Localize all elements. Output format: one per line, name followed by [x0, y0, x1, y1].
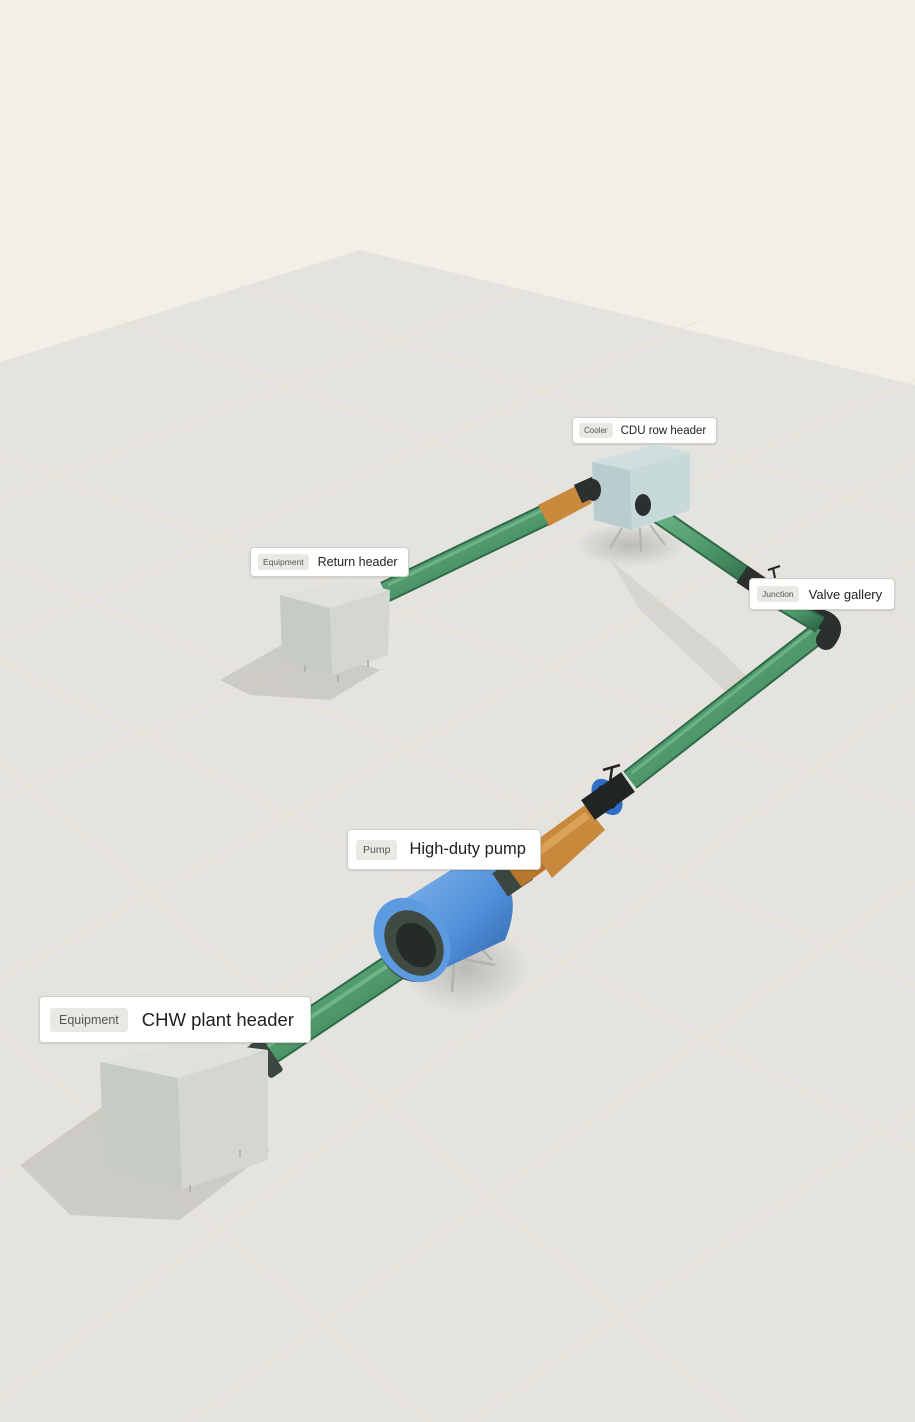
pump-body[interactable] — [358, 855, 513, 997]
node-kind-badge: Junction — [757, 586, 799, 602]
node-name: High-duty pump — [409, 840, 526, 858]
node-label-high-duty-pump[interactable]: Pump High-duty pump — [347, 829, 541, 870]
node-kind-badge: Cooler — [579, 423, 613, 438]
equipment-box-return[interactable] — [280, 580, 390, 682]
node-label-return-header[interactable]: Equipment Return header — [250, 547, 409, 577]
node-label-cdu-row-header[interactable]: Cooler CDU row header — [572, 417, 718, 444]
inline-valve[interactable] — [581, 763, 635, 821]
node-name: CDU row header — [620, 424, 707, 437]
pipe-pump-to-gallery[interactable] — [623, 621, 829, 789]
node-name: CHW plant header — [141, 1008, 294, 1030]
node-kind-badge: Equipment — [258, 554, 309, 570]
node-label-chw-plant-header[interactable]: Equipment CHW plant header — [39, 996, 311, 1043]
node-label-valve-gallery[interactable]: Junction Valve gallery — [749, 578, 896, 610]
node-kind-badge: Equipment — [50, 1007, 128, 1032]
cooler-box-cdu[interactable] — [585, 445, 690, 553]
node-kind-badge: Pump — [356, 839, 398, 860]
equipment-box-chw[interactable] — [100, 1040, 268, 1192]
node-name: Return header — [317, 555, 398, 569]
node-name: Valve gallery — [808, 586, 883, 602]
